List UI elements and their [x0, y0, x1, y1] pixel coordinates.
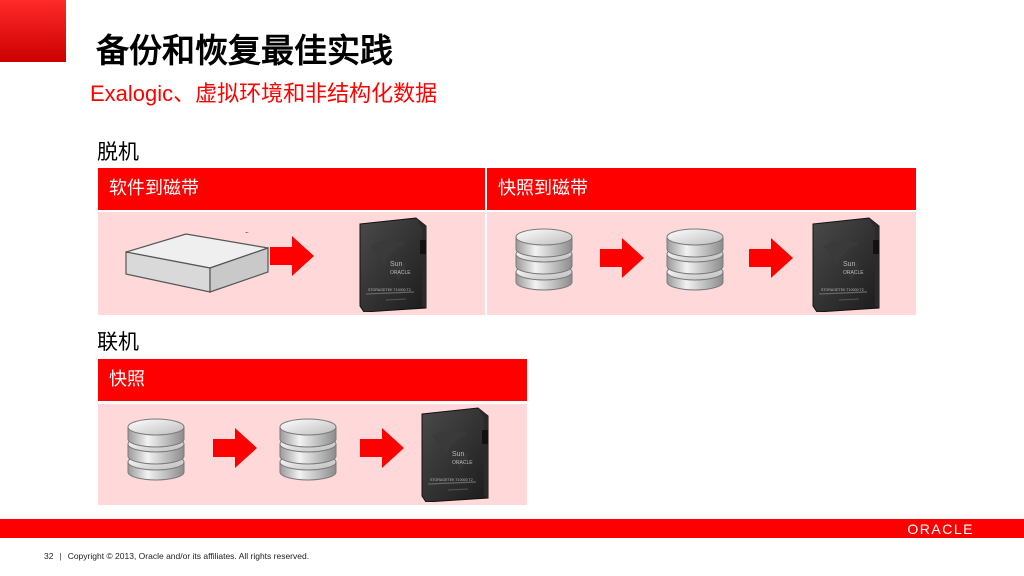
- database-icon: [514, 228, 574, 292]
- database-icon: [126, 418, 186, 482]
- tape-brand-sub: ORACLE: [452, 460, 473, 466]
- section-label-online: 联机: [97, 330, 139, 354]
- tape-model: STORAGETEK T10000 T2: [821, 288, 864, 292]
- tape-cartridge-icon: Sun ORACLE STORAGETEK T10000 T2: [356, 216, 430, 312]
- footer: 32 | Copyright © 2013, Oracle and/or its a…: [44, 551, 309, 561]
- tape-brand: Sun: [843, 261, 856, 268]
- database-icon: [278, 418, 338, 482]
- tape-brand-sub: ORACLE: [390, 270, 411, 276]
- page-number: 32: [44, 551, 54, 561]
- footer-divider: |: [59, 551, 62, 561]
- tape-brand: Sun: [390, 261, 403, 268]
- copyright-text: Copyright © 2013, Oracle and/or its affi…: [67, 551, 310, 561]
- arrow-right-icon: [213, 428, 257, 468]
- tape-brand: Sun: [452, 451, 465, 458]
- database-icon: [665, 228, 725, 292]
- arrow-right-icon: [360, 428, 404, 468]
- arrow-right-icon: [749, 238, 793, 278]
- corner-accent: [0, 0, 66, 62]
- cell-snapshot: Sun ORACLE STORAGETEK T10000 T2: [98, 404, 527, 505]
- footer-bar: [0, 519, 1024, 538]
- section-label-offline: 脱机: [97, 140, 139, 164]
- header-snapshot: 快照: [98, 359, 527, 401]
- header-software-to-tape: 软件到磁带: [98, 168, 485, 210]
- tape-brand-sub: ORACLE: [843, 270, 864, 276]
- slide-title: 备份和恢复最佳实践: [96, 31, 393, 70]
- tape-model: STORAGETEK T10000 T2: [368, 288, 411, 292]
- oracle-logo: ORACLE: [907, 521, 974, 537]
- arrow-right-icon: [600, 238, 644, 278]
- server-icon: [122, 232, 272, 298]
- arrow-right-icon: [270, 236, 314, 276]
- tape-cartridge-icon: Sun ORACLE STORAGETEK T10000 T2: [418, 406, 492, 502]
- header-snapshot-to-tape: 快照到磁带: [487, 168, 916, 210]
- tape-cartridge-icon: Sun ORACLE STORAGETEK T10000 T2: [809, 216, 883, 312]
- cell-software-to-tape: Sun ORACLE STORAGETEK T10000 T2: [98, 212, 485, 315]
- cell-snapshot-to-tape: Sun ORACLE STORAGETEK T10000 T2: [487, 212, 916, 315]
- tape-model: STORAGETEK T10000 T2: [430, 478, 473, 482]
- slide-subtitle: Exalogic、虚拟环境和非结构化数据: [90, 81, 438, 106]
